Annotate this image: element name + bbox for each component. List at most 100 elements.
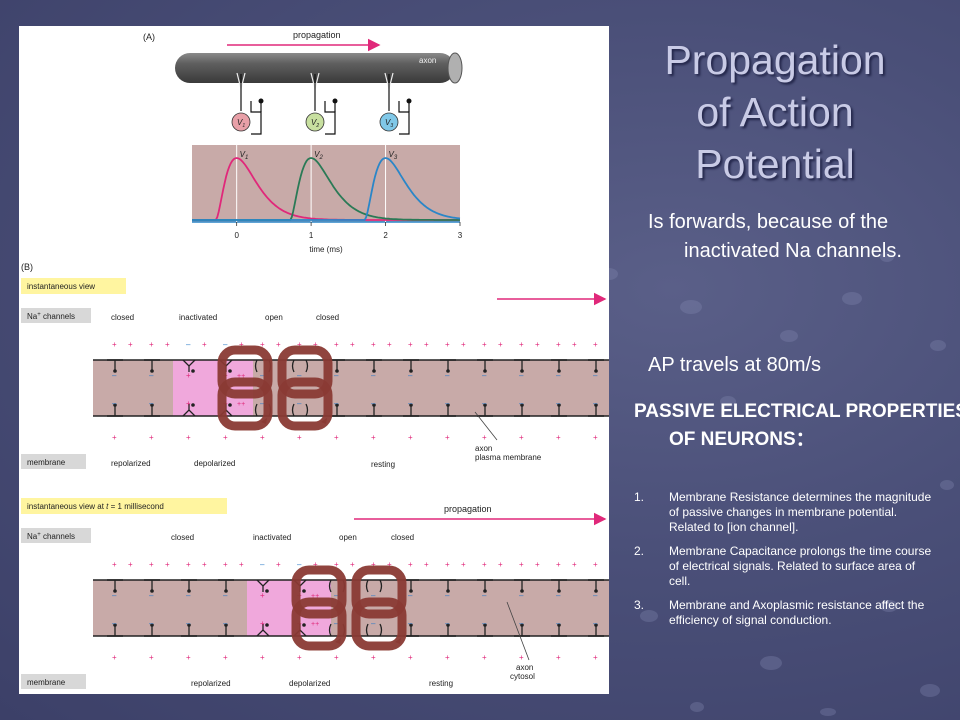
svg-text:–: – (112, 399, 117, 408)
svg-text:+: + (408, 340, 413, 349)
svg-text:–: – (593, 399, 598, 408)
svg-text:+: + (498, 340, 503, 349)
svg-text:+: + (334, 653, 339, 662)
svg-text:–: – (556, 591, 561, 600)
svg-text:+: + (482, 653, 487, 662)
svg-text:–: – (334, 619, 339, 628)
svg-text:+: + (519, 560, 524, 569)
propagation-label-a: propagation (293, 30, 341, 40)
svg-text:–: – (149, 399, 154, 408)
svg-text:+: + (424, 340, 429, 349)
svg-text:+: + (202, 340, 207, 349)
svg-text:+: + (186, 433, 191, 442)
axon-end (447, 52, 463, 84)
na-label-box-1 (21, 308, 91, 323)
svg-text:–: – (112, 371, 117, 380)
svg-text:+: + (202, 560, 207, 569)
svg-text:+: + (297, 340, 302, 349)
membrane-label-1: membrane (27, 458, 66, 467)
svg-text:+: + (556, 653, 561, 662)
svg-text:+: + (186, 399, 191, 408)
svg-text:–: – (408, 371, 413, 380)
svg-text:++: ++ (237, 401, 245, 408)
resting-label-1: resting (371, 460, 395, 469)
svg-text:–: – (519, 399, 524, 408)
chart-plot-area (192, 145, 460, 222)
svg-text:+: + (260, 653, 265, 662)
svg-text:+: + (556, 560, 561, 569)
view-label-box-1 (21, 278, 126, 294)
svg-text:+: + (276, 340, 281, 349)
cytosol-pointer (506, 601, 530, 661)
svg-text:+: + (112, 560, 117, 569)
svg-text:+: + (371, 340, 376, 349)
svg-text:+: + (461, 560, 466, 569)
svg-text:–: – (371, 371, 376, 380)
axon-label-b1: axon (475, 444, 492, 453)
svg-text:+: + (482, 433, 487, 442)
svg-text:–: – (334, 371, 339, 380)
x-axis-label: time (ms) (309, 245, 343, 254)
na-channels-label-1: Na+ channels (27, 312, 75, 321)
svg-text:–: – (519, 619, 524, 628)
svg-text:–: – (482, 399, 487, 408)
electrode-v2: V2 (305, 72, 338, 135)
electrode-v3: V3 (379, 72, 412, 135)
svg-text:–: – (260, 371, 265, 380)
svg-text:–: – (297, 560, 302, 569)
x-tick-label: 3 (458, 231, 463, 240)
svg-text:+: + (260, 591, 265, 600)
svg-text:–: – (112, 619, 117, 628)
svg-text:+: + (186, 653, 191, 662)
svg-text:+: + (593, 433, 598, 442)
svg-text:–: – (408, 619, 413, 628)
svg-text:–: – (371, 591, 376, 600)
svg-text:–: – (260, 560, 265, 569)
svg-text:+: + (223, 653, 228, 662)
list-item: 3.Membrane and Axoplasmic resistance aff… (634, 598, 925, 627)
svg-text:+: + (128, 340, 133, 349)
svg-text:+: + (223, 433, 228, 442)
svg-text:–: – (371, 399, 376, 408)
x-tick-label: 1 (309, 231, 314, 240)
svg-text:+: + (556, 340, 561, 349)
panel-b-label: (B) (21, 262, 33, 272)
electrode-v1: V1 (231, 72, 264, 135)
state-open-2: open (339, 533, 357, 542)
svg-text:–: – (334, 591, 339, 600)
svg-text:+: + (260, 340, 265, 349)
title-line-1: Propagation (664, 37, 886, 83)
propagation-label-b2: propagation (444, 504, 492, 514)
svg-text:+: + (313, 340, 318, 349)
svg-text:+: + (223, 560, 228, 569)
title-line-2: of Action (696, 89, 854, 135)
svg-text:+: + (371, 560, 376, 569)
plasma-membrane-pointer (474, 411, 498, 441)
electrodes: V1 V2 V3 (231, 72, 412, 135)
svg-text:–: – (260, 399, 265, 408)
passive-properties-list: 1.Membrane Resistance determines the mag… (634, 490, 934, 637)
svg-text:+: + (334, 560, 339, 569)
x-tick-label: 0 (234, 231, 239, 240)
svg-text:–: – (445, 371, 450, 380)
svg-text:–: – (186, 340, 191, 349)
svg-text:+: + (186, 560, 191, 569)
svg-text:+: + (498, 560, 503, 569)
svg-text:–: – (371, 619, 376, 628)
membrane-label-box-2 (21, 674, 86, 689)
svg-text:++: ++ (311, 593, 319, 600)
svg-text:+: + (445, 653, 450, 662)
repolarized-label-2: repolarized (191, 679, 231, 688)
membrane-section-1: ++––+++––+–++++–++++++––+++––+++––+++––+… (93, 340, 609, 442)
svg-text:+: + (149, 560, 154, 569)
svg-text:+: + (387, 560, 392, 569)
svg-text:+: + (149, 653, 154, 662)
axon-tube (175, 53, 455, 83)
svg-text:+: + (165, 340, 170, 349)
view-label-1: instantaneous view (27, 282, 95, 291)
svg-text:–: – (149, 591, 154, 600)
svg-text:+: + (445, 340, 450, 349)
svg-text:–: – (445, 591, 450, 600)
svg-text:–: – (482, 591, 487, 600)
